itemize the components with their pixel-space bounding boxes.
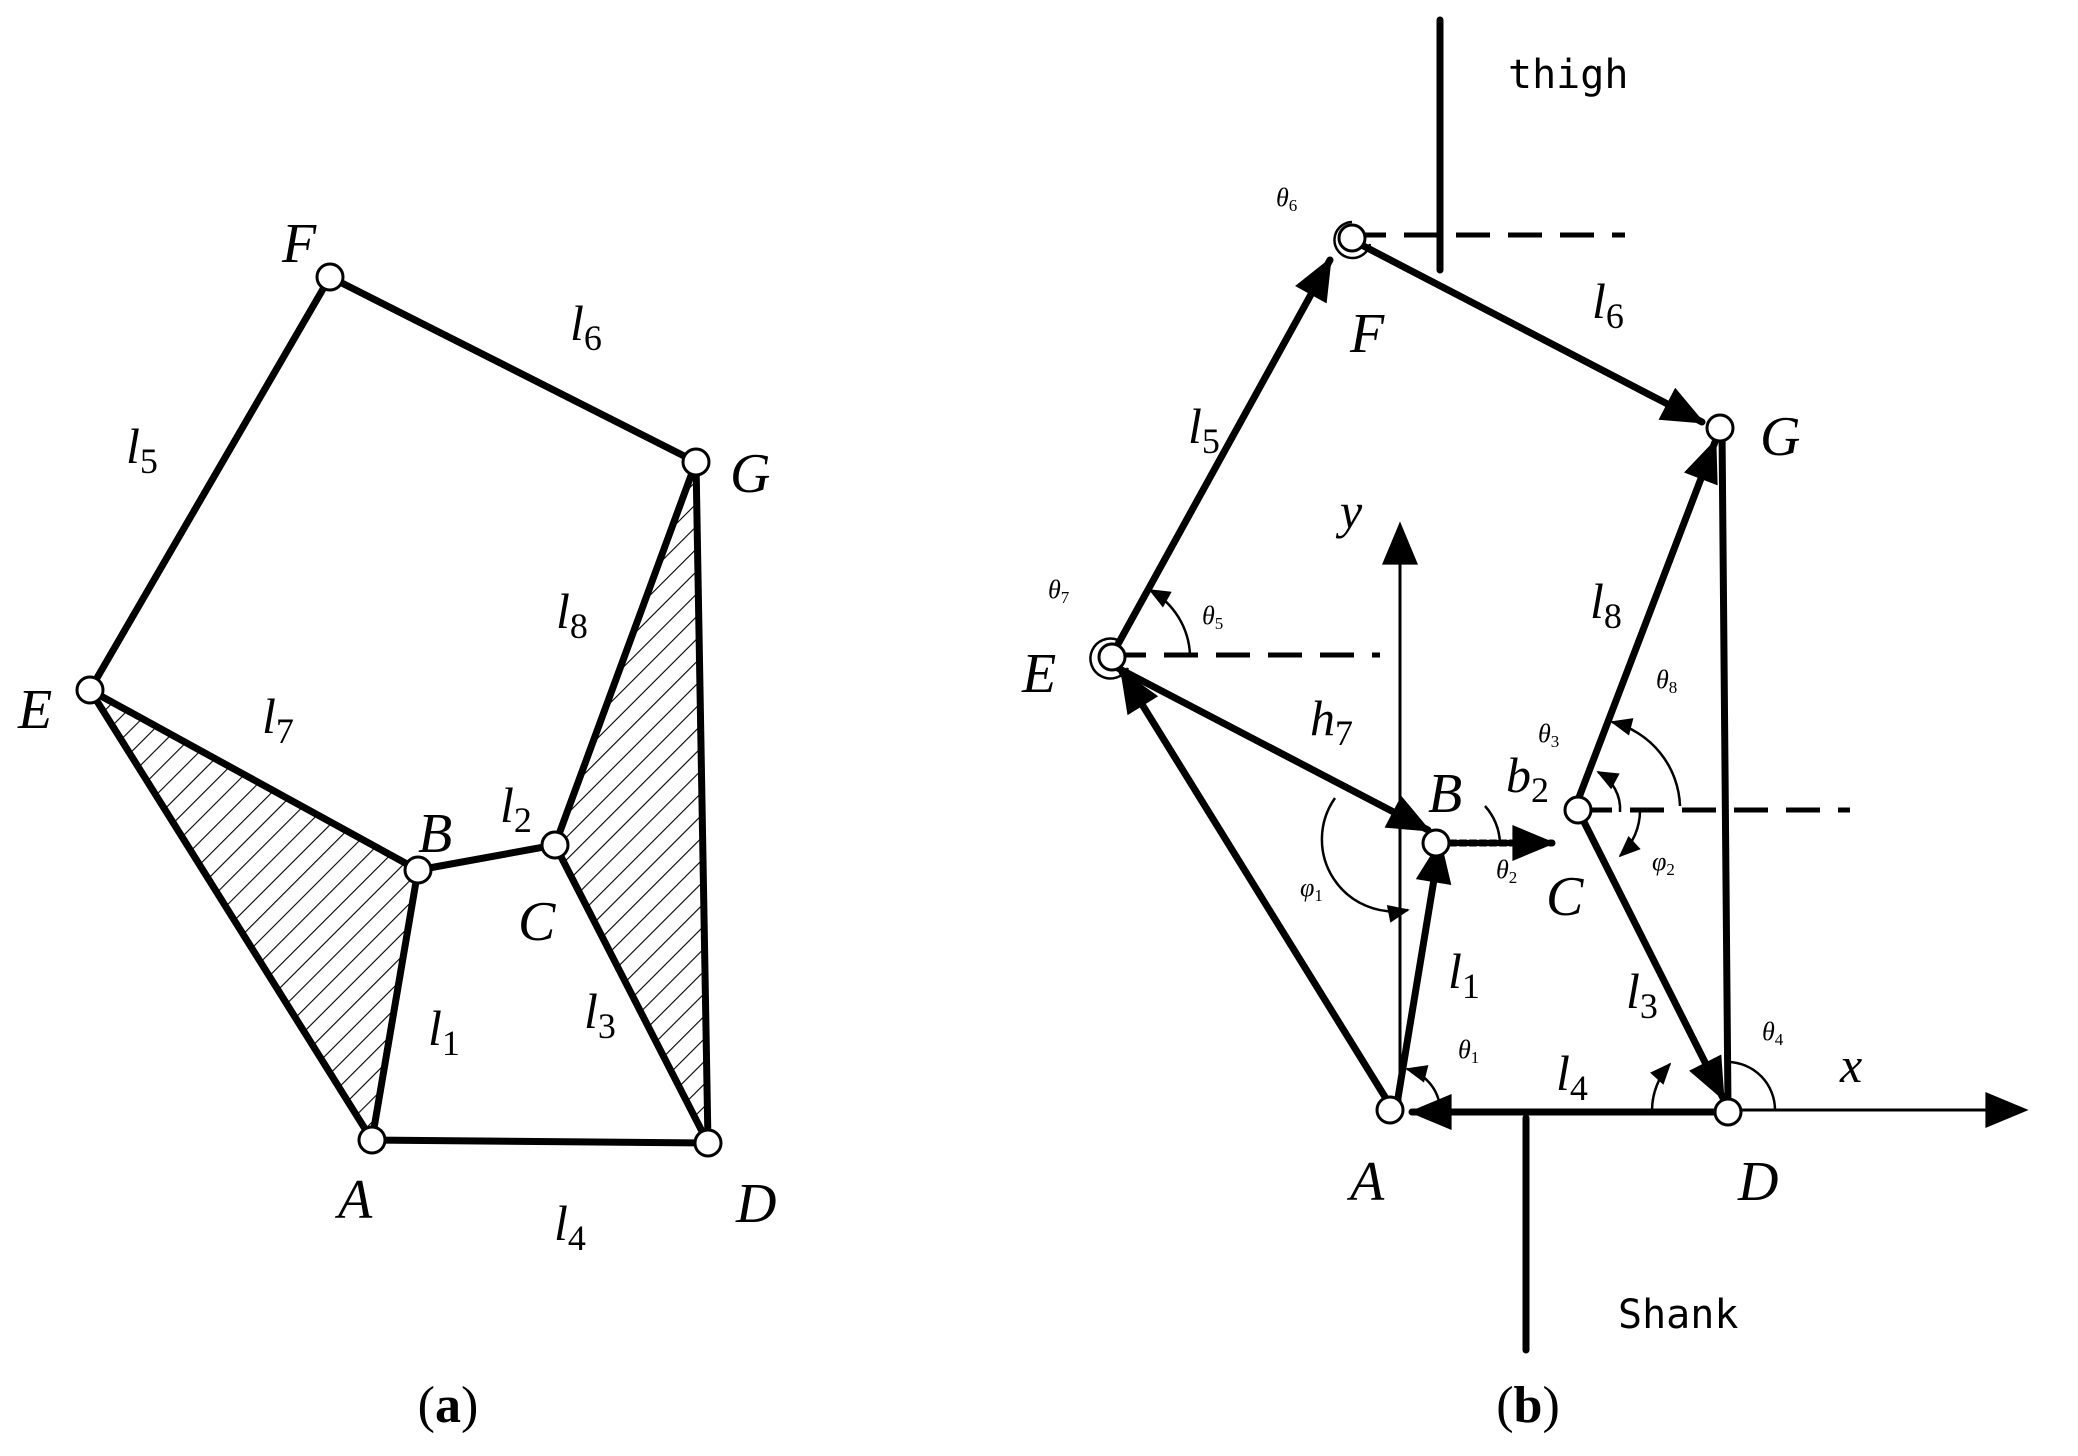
link-eb [86, 686, 422, 874]
link-label-l4: l4 [554, 1195, 586, 1258]
vector-l7 [1108, 661, 1432, 834]
shank-label: Shank [1618, 1292, 1738, 1338]
joint-a-b [1375, 1095, 1405, 1125]
axis-label-y: y [1335, 483, 1363, 539]
point-label-c: C [518, 891, 556, 953]
vector-l3 [1574, 806, 1727, 1102]
angle-arc-theta8 [1610, 718, 1682, 807]
vector-l6 [1348, 236, 1706, 426]
angle-label-theta7: θ7 [1048, 575, 1070, 607]
angle-arc-d-l3 [1650, 1062, 1672, 1111]
point-label-g: G [730, 443, 770, 505]
angle-label-theta4: θ4 [1762, 1017, 1784, 1049]
link-label-l2: l2 [500, 777, 532, 840]
link-gc [551, 458, 700, 849]
angle-arc-phi1 [1320, 797, 1410, 923]
angle-label-theta5: θ5 [1202, 601, 1223, 633]
joint-f [315, 262, 345, 292]
angle-label-theta3: θ3 [1538, 719, 1559, 751]
angle-label-theta1: θ1 [1458, 1035, 1479, 1067]
angle-label-phi1: φ1 [1300, 873, 1323, 905]
point-label-b-b: B [1428, 763, 1462, 825]
link-label-l5-b: l5 [1188, 398, 1220, 461]
point-label-b: B [418, 803, 452, 865]
angle-arc-theta2 [1484, 805, 1502, 844]
point-label-c-b: C [1546, 866, 1584, 928]
point-label-f: F [281, 213, 317, 275]
angle-arc-theta4 [1727, 1060, 1777, 1111]
panel-b: A B C D E F G l1 b2 l3 l4 l5 l6 h7 l8 θ1… [1021, 16, 2029, 1434]
angle-arc-phi2 [1618, 809, 1642, 858]
angle-label-theta8: θ8 [1656, 665, 1677, 697]
link-label-l8-b: l8 [1590, 573, 1622, 636]
caption-a: (a) [418, 1377, 479, 1434]
link-label-l1-b: l1 [1448, 943, 1480, 1006]
joint-f-b [1337, 223, 1367, 253]
point-label-g-b: G [1760, 406, 1800, 468]
vector-l5 [1108, 256, 1334, 659]
link-bc [414, 841, 559, 874]
vector-l8 [1574, 438, 1719, 804]
link-label-l5: l5 [126, 418, 158, 481]
axis-label-x: x [1839, 1037, 1862, 1093]
link-fg [326, 273, 700, 466]
point-label-a-b: A [1346, 1151, 1385, 1213]
point-label-a: A [334, 1169, 373, 1231]
joint-b [403, 855, 433, 885]
joint-d [693, 1128, 723, 1158]
panel-a: A B C D E F G l1 l2 l3 l4 l5 l6 l7 l8 (a… [17, 213, 776, 1434]
link-gd [692, 458, 712, 1147]
joint-d-b [1713, 1097, 1743, 1127]
link-label-l6-b: l6 [1592, 273, 1624, 336]
thigh-label: thigh [1508, 52, 1628, 98]
link-label-l6: l6 [570, 295, 602, 358]
joint-c-b [1563, 795, 1593, 825]
link-label-h7-b: h7 [1310, 690, 1353, 753]
link-label-l7: l7 [262, 688, 294, 751]
link-ab [368, 866, 422, 1144]
joint-g-b [1705, 413, 1735, 443]
point-label-d: D [735, 1173, 776, 1235]
point-label-f-b: F [1349, 303, 1385, 365]
joint-e-b [1097, 642, 1127, 672]
point-label-d-b: D [1737, 1151, 1778, 1213]
link-label-l3: l3 [584, 983, 616, 1046]
angle-label-phi2: φ2 [1652, 847, 1675, 879]
angle-label-theta2: θ2 [1496, 855, 1517, 887]
link-label-l3-b: l3 [1626, 963, 1658, 1026]
link-cd [551, 841, 712, 1147]
point-label-e-b: E [1021, 643, 1056, 705]
angle-arc-theta6 [1333, 220, 1372, 260]
angle-arc-theta1 [1405, 1065, 1442, 1109]
link-ad [368, 1136, 712, 1147]
link-gd-b [1718, 426, 1732, 1112]
point-label-e: E [17, 679, 52, 741]
caption-b: (b) [1496, 1377, 1560, 1434]
vector-ae [1118, 668, 1394, 1109]
link-ea [86, 686, 376, 1144]
hatched-triangle-eba [90, 690, 418, 1140]
link-label-l8: l8 [556, 583, 588, 646]
joint-e [75, 675, 105, 705]
joint-a [357, 1125, 387, 1155]
joint-b-b [1421, 828, 1451, 858]
angle-arc-theta5 [1148, 588, 1192, 656]
angle-label-theta6: θ6 [1276, 183, 1297, 215]
hatched-triangle-gcd [555, 462, 708, 1143]
angle-arc-theta3 [1596, 770, 1622, 813]
link-label-l4-b: l4 [1556, 1045, 1588, 1108]
link-label-l1: l1 [428, 1000, 460, 1063]
vector-l1 [1392, 839, 1452, 1114]
link-ef [86, 273, 334, 694]
angle-arc-theta7 [1089, 637, 1130, 680]
link-label-b2-b: b2 [1506, 747, 1549, 810]
joint-g [681, 447, 711, 477]
joint-c [540, 830, 570, 860]
